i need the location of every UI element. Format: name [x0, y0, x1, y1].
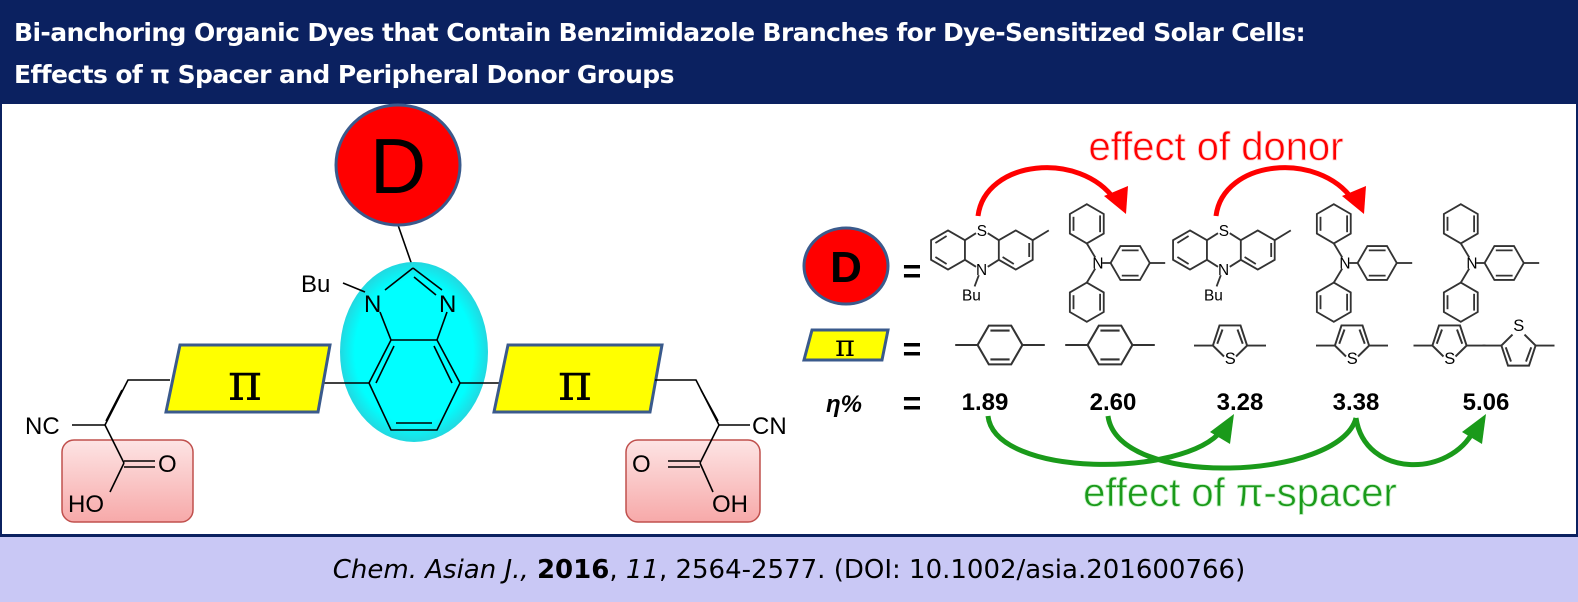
- phenothiazine-structure: S N Bu: [1172, 223, 1292, 304]
- atom-label: S: [1347, 350, 1358, 368]
- nitrile-label: NC: [25, 413, 60, 440]
- efficiency-value: 2.60: [1090, 389, 1137, 416]
- atom-label: Bu: [962, 287, 981, 304]
- arrowhead-icon: [1104, 186, 1128, 214]
- donor-label: D: [370, 122, 426, 210]
- pi-spacer-left: [164, 343, 332, 414]
- oxygen-label: O: [158, 451, 177, 478]
- donor-circle: [334, 103, 462, 227]
- phenylene-structure: [1064, 324, 1156, 366]
- donor-legend-label: D: [830, 243, 862, 292]
- green-curved-arrow: [1353, 417, 1477, 468]
- efficiency-value: 5.06: [1463, 389, 1510, 416]
- pi-label: π: [558, 353, 592, 413]
- citation-bar: Chem. Asian J., 2016, 11, 2564-2577. (DO…: [0, 534, 1578, 602]
- phenylene-structure: [954, 324, 1046, 366]
- spacer-effect-arrows: [985, 414, 1486, 471]
- title-line-1: Bi-anchoring Organic Dyes that Contain B…: [14, 18, 1306, 47]
- triphenylamine-structure: N: [1315, 203, 1414, 323]
- citation-year: 2016: [536, 554, 610, 585]
- thiophene-structure: S: [1315, 324, 1389, 368]
- spacer-effect-label: effect of π-spacer: [1083, 471, 1397, 515]
- atom-label: S: [1513, 317, 1524, 335]
- atom-label: S: [977, 223, 987, 240]
- red-curved-arrow: [975, 165, 1118, 217]
- citation-pages-doi: , 2564-2577. (DOI: 10.1002/asia.20160076…: [658, 554, 1246, 585]
- efficiency-value: 3.38: [1333, 389, 1380, 416]
- anchor-group-right: [625, 439, 761, 523]
- atom-label: N: [1466, 256, 1477, 273]
- pi-legend-label: π: [835, 329, 855, 364]
- nitrogen-label: N: [439, 291, 456, 318]
- nitrile-label: CN: [752, 413, 787, 440]
- bithiophene-structure: S S: [1412, 317, 1556, 368]
- donor-legend-circle: [802, 226, 890, 306]
- triphenylamine-structure: N: [1068, 203, 1167, 323]
- benzimidazole-core-highlight: [340, 262, 488, 442]
- donor-effect-label: effect of donor: [1089, 125, 1344, 169]
- arrowhead-icon: [1210, 414, 1234, 444]
- butyl-label: Bu: [301, 271, 330, 298]
- atom-label: S: [1225, 350, 1236, 368]
- donor-effect-arrows: [975, 165, 1366, 217]
- efficiency-label: η%: [826, 391, 862, 418]
- atom-label: N: [1092, 256, 1103, 273]
- anchor-group-left: [61, 439, 194, 523]
- pi-spacer-right: [492, 343, 664, 414]
- citation: Chem. Asian J., 2016, 11, 2564-2577. (DO…: [332, 554, 1246, 585]
- hydroxyl-label: OH: [712, 491, 748, 518]
- efficiency-value: 3.28: [1217, 389, 1264, 416]
- citation-journal: Chem. Asian J.,: [332, 554, 529, 585]
- arrowhead-icon: [1462, 414, 1486, 444]
- pi-label: π: [228, 353, 262, 413]
- atom-label: Bu: [1204, 287, 1223, 304]
- atom-label: N: [1339, 256, 1350, 273]
- green-curved-arrow: [1105, 415, 1359, 471]
- oxygen-label: O: [632, 451, 651, 478]
- efficiency-value: 1.89: [962, 389, 1009, 416]
- atom-label: N: [976, 262, 987, 279]
- red-curved-arrow: [1213, 165, 1356, 217]
- nitrogen-label: N: [364, 291, 381, 318]
- atom-label: N: [1218, 262, 1229, 279]
- green-curved-arrow: [985, 415, 1224, 467]
- triphenylamine-structure: N: [1442, 203, 1541, 323]
- phenothiazine-structure: S N Bu: [930, 223, 1050, 304]
- pi-legend-box: [802, 328, 890, 362]
- equals-sign: =: [903, 385, 922, 421]
- equals-sign: =: [903, 253, 922, 289]
- dye-scheme: D Bu N N π NC: [25, 103, 787, 523]
- atom-label: S: [1219, 223, 1229, 240]
- hydroxyl-label: HO: [68, 491, 104, 518]
- equals-sign: =: [903, 331, 922, 367]
- title-bar: Bi-anchoring Organic Dyes that Contain B…: [0, 0, 1578, 104]
- donor-bond: [397, 224, 414, 269]
- thiophene-structure: S: [1193, 324, 1267, 368]
- content-frame: [0, 104, 1578, 534]
- title-line-2: Effects of π Spacer and Peripheral Donor…: [14, 60, 674, 89]
- structure-table: D = π = η% = S N Bu N S N Bu: [802, 203, 1556, 421]
- atom-label: S: [1444, 350, 1455, 368]
- citation-volume: 11: [625, 554, 659, 585]
- arrowhead-icon: [1342, 186, 1366, 214]
